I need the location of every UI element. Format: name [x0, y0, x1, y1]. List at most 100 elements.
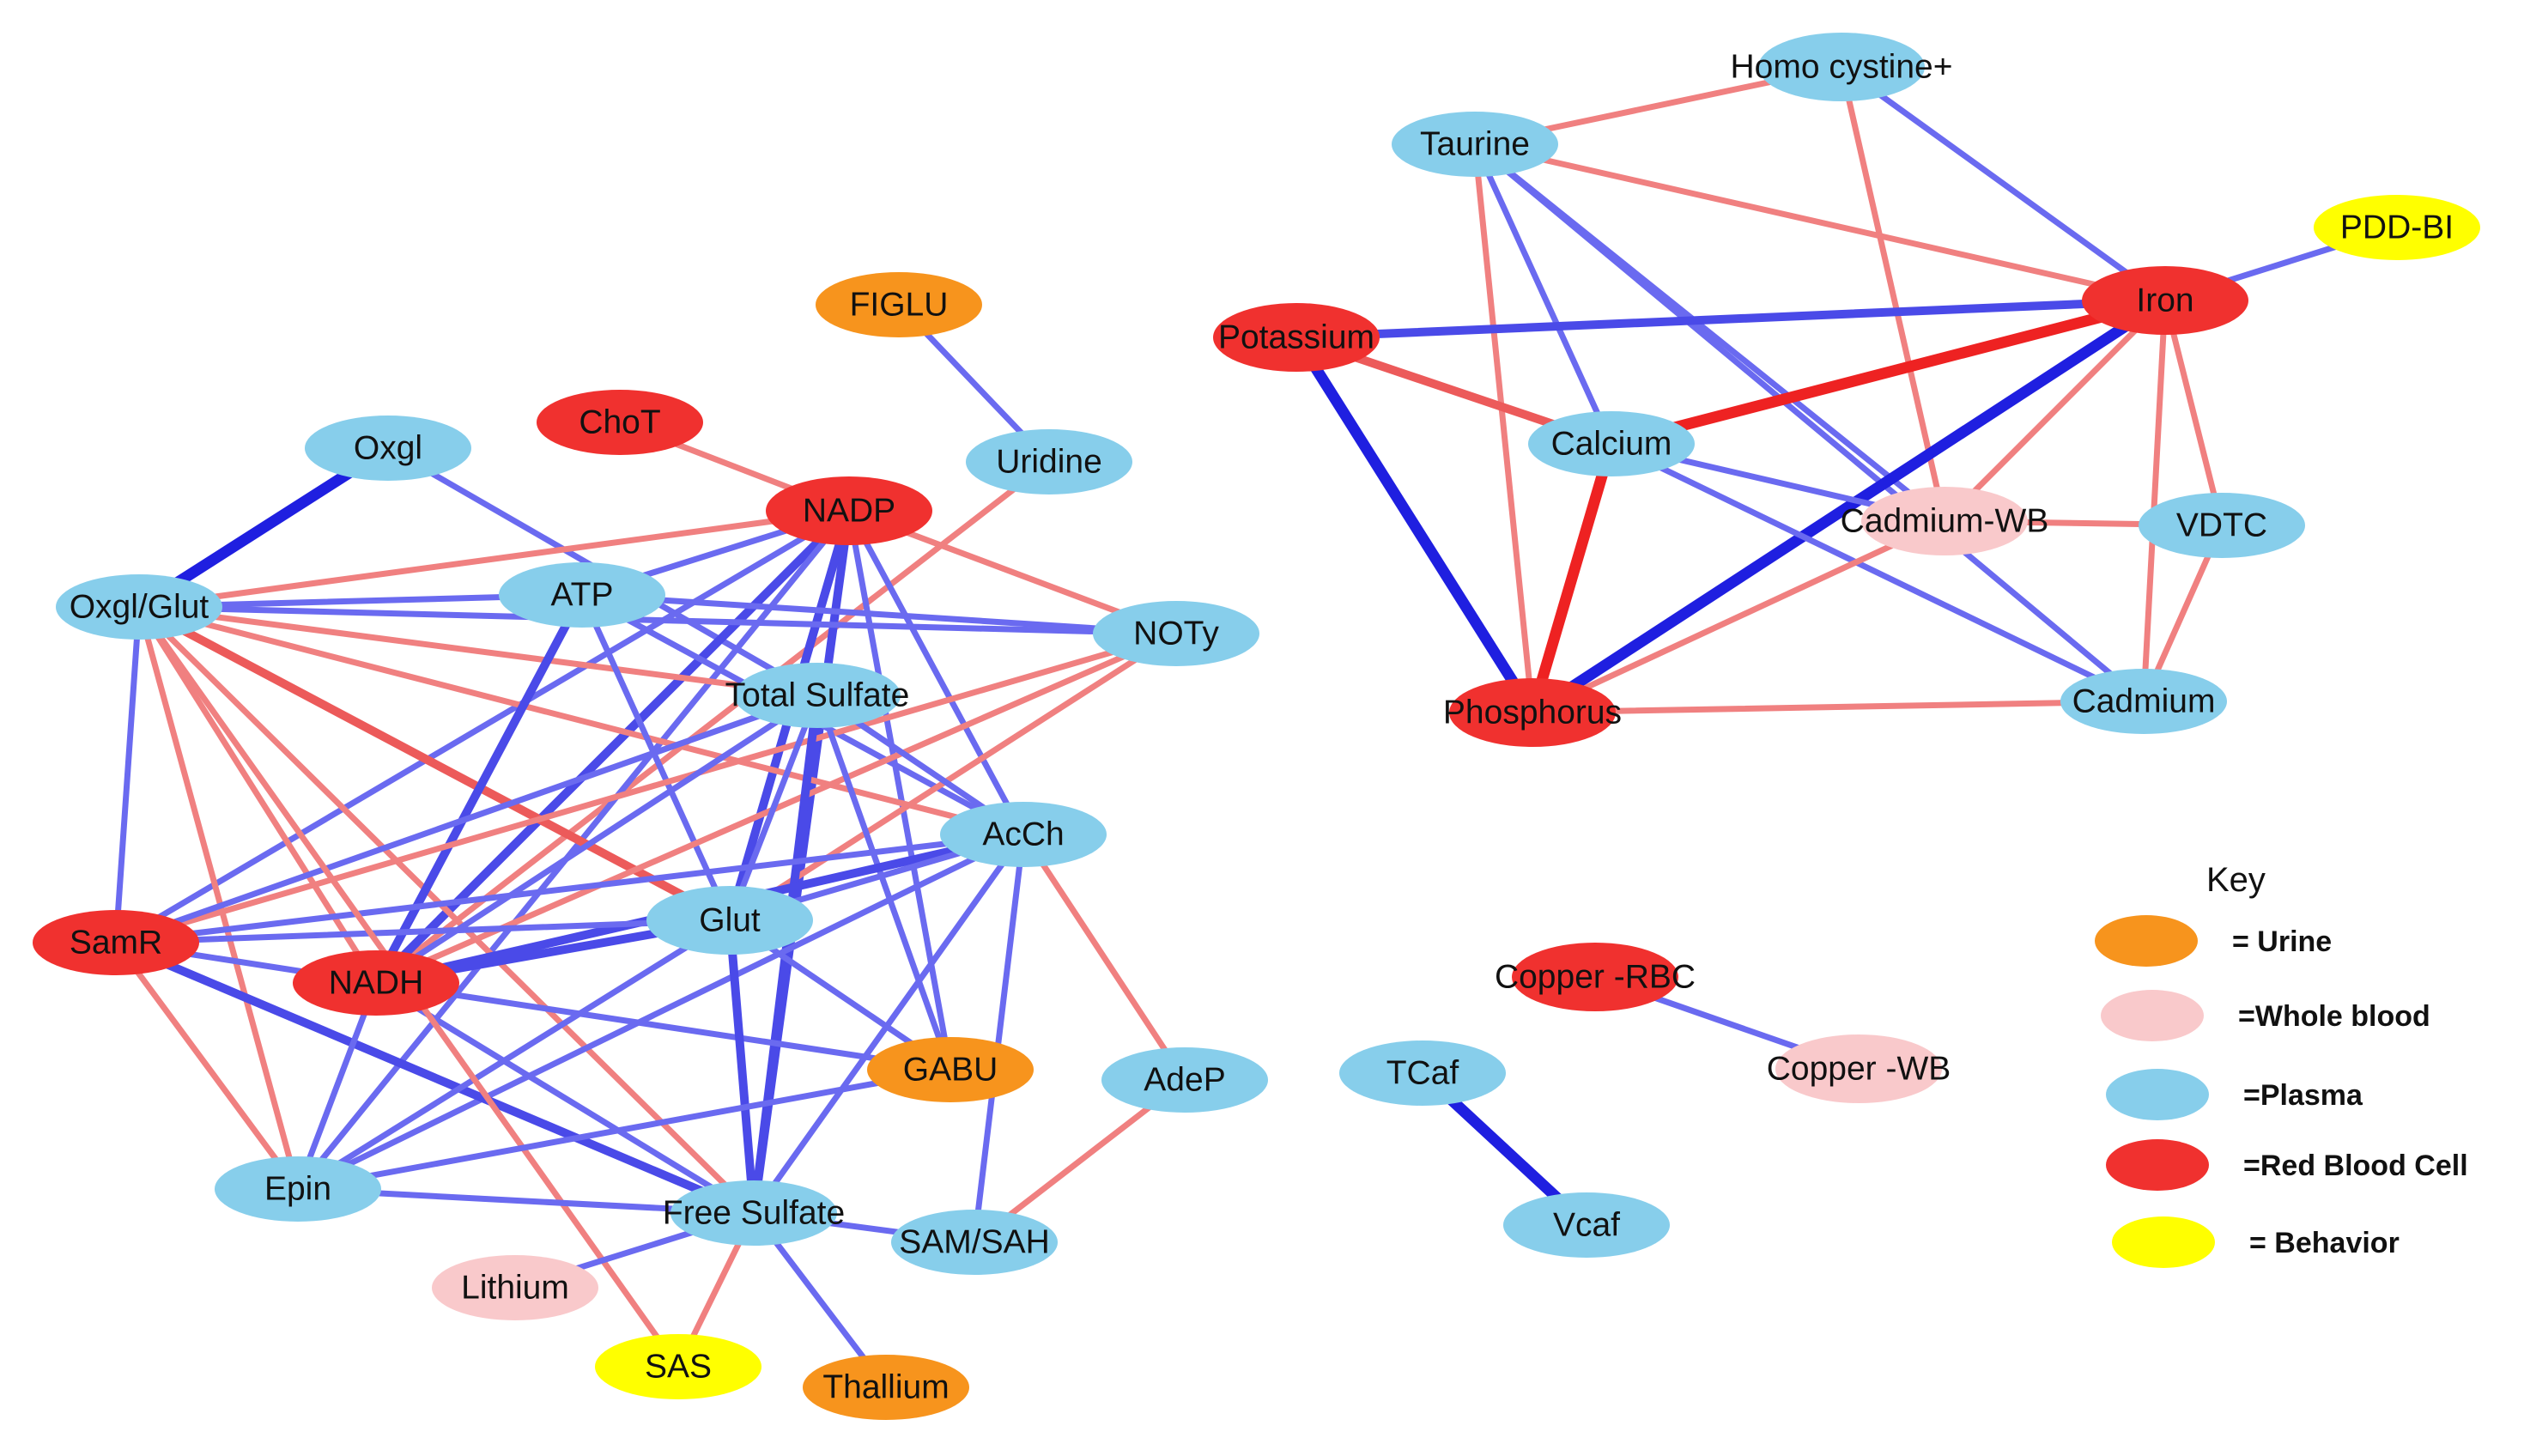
edge-oxglglut-nadh [136, 604, 379, 986]
legend-label-plasma: =Plasma [2243, 1079, 2363, 1112]
node-freesulf: Free Sulfate [663, 1180, 845, 1246]
node-label-noty: NOTy [1133, 616, 1219, 652]
node-label-glut: Glut [699, 902, 761, 939]
edge-nadp-acch [846, 507, 1027, 838]
edge-potassium-phosphorus [1290, 331, 1538, 719]
node-nadh: NADH [293, 950, 459, 1016]
node-shape-nadh [293, 950, 459, 1016]
node-shape-figlu [816, 272, 982, 337]
node-label-lithium: Lithium [461, 1270, 569, 1307]
edge-nadp-oxglglut [136, 507, 852, 610]
node-shape-calcium [1528, 411, 1695, 476]
node-shape-vcaf [1503, 1192, 1670, 1258]
node-samsah: SAM/SAH [891, 1210, 1058, 1275]
node-shape-glut [646, 886, 813, 955]
node-lithium: Lithium [432, 1255, 598, 1320]
edge-nadp-samr [112, 507, 852, 946]
node-cadmium: Cadmium [2060, 669, 2227, 734]
node-shape-noty [1093, 601, 1259, 666]
edge-iron-vdtc [2162, 297, 2225, 529]
edge-totsulf-samr [112, 692, 821, 946]
node-shape-epin [215, 1156, 381, 1222]
edge-nadh-freesulf [373, 980, 757, 1216]
node-label-epin: Epin [264, 1171, 331, 1208]
node-label-thallium: Thallium [822, 1369, 949, 1406]
legend-title: Key [2206, 861, 2266, 899]
node-shape-gabu [867, 1037, 1034, 1102]
edge-iron-potassium [1292, 296, 2169, 342]
node-shape-taurine [1392, 112, 1558, 177]
edge-gabu-epin [294, 1066, 954, 1192]
edge-atp-glut [579, 592, 733, 924]
node-label-potassium: Potassium [1218, 319, 1374, 356]
node-atp: ATP [499, 562, 665, 628]
node-label-vdtc: VDTC [2176, 507, 2267, 544]
node-copperwb: Copper -WB [1767, 1034, 1951, 1103]
edge-totsulf-gabu [814, 692, 954, 1073]
node-copperrbc: Copper -RBC [1495, 943, 1696, 1011]
edge-iron-calcium [1605, 294, 2171, 450]
node-homocys: Homo cystine+ [1730, 33, 1953, 101]
node-gabu: GABU [867, 1037, 1034, 1102]
node-shape-uridine [966, 429, 1132, 494]
node-shape-homocys [1758, 33, 1925, 101]
edge-totsulf-freesulf [749, 691, 822, 1217]
edge-oxglglut-glut [135, 603, 734, 925]
legend-label-urine: = Urine [2232, 925, 2332, 958]
edge-oxglglut-freesulf [136, 604, 757, 1216]
edge-iron-phosphorus [1526, 294, 2171, 719]
node-shape-acch [940, 802, 1107, 867]
node-label-adep: AdeP [1144, 1062, 1225, 1099]
edge-samr-freesulf [112, 938, 758, 1217]
legend-item-plasma: =Plasma [2106, 1069, 2363, 1120]
node-label-samsah: SAM/SAH [899, 1224, 1050, 1261]
edge-taurine-calcium [1471, 141, 1615, 447]
node-oxgl: Oxgl [305, 416, 471, 481]
node-cadwb: Cadmium-WB [1841, 487, 2048, 555]
node-shape-vdtc [2139, 493, 2305, 558]
edge-noty-samr [112, 630, 1180, 946]
node-totsulf: Total Sulfate [725, 663, 910, 728]
node-label-figlu: FIGLU [850, 287, 949, 324]
node-figlu: FIGLU [816, 272, 982, 337]
legend-item-red-blood-cell: =Red Blood Cell [2106, 1139, 2468, 1191]
legend-swatch-urine [2095, 915, 2198, 967]
node-tcaf: TCaf [1339, 1040, 1506, 1106]
node-label-sas: SAS [645, 1349, 712, 1386]
node-label-oxgl: Oxgl [354, 430, 422, 467]
edge-acch-samr [112, 831, 1027, 946]
node-shape-pddbi [2314, 195, 2480, 260]
edge-samr-epin [112, 939, 301, 1192]
edge-oxglglut-acch [136, 604, 1027, 838]
edge-homocys-cadwb [1838, 64, 1948, 525]
node-label-acch: AcCh [982, 816, 1064, 853]
node-shape-copperwb [1775, 1034, 1942, 1103]
node-oxglglut: Oxgl/Glut [56, 574, 222, 640]
legend-label-red-blood-cell: =Red Blood Cell [2243, 1150, 2468, 1182]
node-shape-lithium [432, 1255, 598, 1320]
node-nadp: NADP [766, 476, 932, 545]
node-shape-oxglglut [56, 574, 222, 640]
node-label-iron: Iron [2136, 282, 2193, 319]
node-label-phosphorus: Phosphorus [1443, 695, 1622, 731]
edge-nadp-gabu [846, 507, 954, 1073]
node-label-vcaf: Vcaf [1553, 1207, 1620, 1244]
edge-oxglglut-samr [112, 604, 143, 946]
edge-totsulf-glut [726, 692, 821, 924]
edge-acch-samsah [971, 831, 1027, 1246]
node-label-calcium: Calcium [1551, 426, 1672, 463]
node-label-samr: SamR [70, 925, 162, 962]
edge-layer [112, 64, 2400, 1391]
edge-taurine-iron [1471, 141, 2169, 304]
node-label-totsulf: Total Sulfate [725, 677, 910, 714]
node-shape-freesulf [670, 1180, 837, 1246]
node-label-copperrbc: Copper -RBC [1495, 959, 1696, 996]
edge-glut-epin [294, 917, 733, 1192]
node-shape-samr [33, 910, 199, 975]
edge-iron-cadwb [1941, 297, 2169, 525]
node-label-cadmium: Cadmium [2072, 683, 2216, 720]
edge-calcium-phosphorus [1526, 438, 1617, 719]
edge-oxglglut-epin [136, 604, 301, 1192]
